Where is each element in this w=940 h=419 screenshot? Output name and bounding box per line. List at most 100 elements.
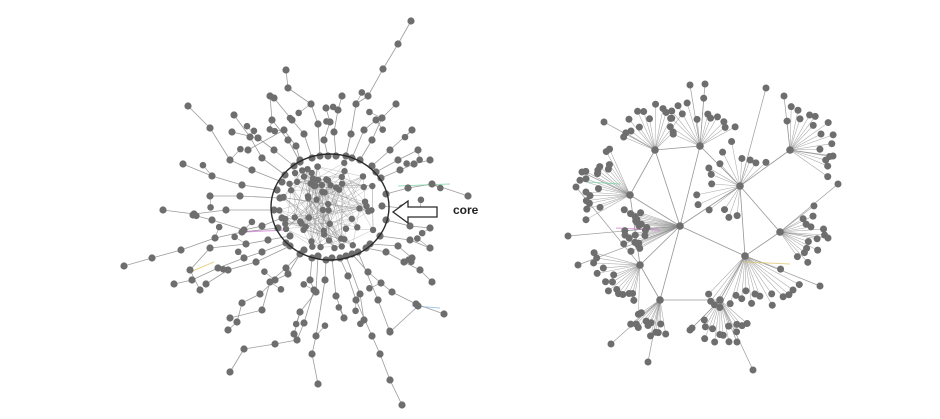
edge <box>789 122 829 151</box>
node <box>644 358 652 366</box>
node <box>312 182 319 189</box>
edge <box>728 185 741 218</box>
edge <box>789 116 816 151</box>
edge <box>249 136 263 159</box>
node <box>240 226 248 234</box>
node <box>278 214 286 222</box>
node <box>296 308 304 316</box>
edge <box>193 209 227 215</box>
node <box>321 322 329 330</box>
edge <box>789 106 792 151</box>
edge <box>671 118 701 147</box>
edge <box>608 264 641 292</box>
node <box>281 171 289 179</box>
node <box>320 136 328 144</box>
edge <box>640 212 681 227</box>
node <box>206 244 214 252</box>
node <box>284 270 292 278</box>
node <box>314 163 321 170</box>
node <box>322 104 330 112</box>
node <box>576 176 584 184</box>
node <box>426 244 434 252</box>
node <box>258 306 266 314</box>
node <box>347 130 355 138</box>
edge <box>189 247 211 271</box>
node <box>292 320 300 328</box>
node <box>266 278 274 286</box>
node <box>440 310 448 318</box>
node <box>338 92 346 100</box>
node <box>643 223 651 231</box>
node <box>620 206 628 214</box>
node <box>708 180 716 188</box>
node <box>678 110 686 118</box>
node <box>607 340 615 348</box>
node <box>248 218 256 226</box>
edge <box>397 20 412 45</box>
node <box>258 154 266 162</box>
node <box>326 118 334 126</box>
edge <box>654 145 701 151</box>
edge <box>779 231 807 249</box>
node <box>716 296 724 304</box>
node <box>298 167 306 174</box>
edge <box>315 279 326 337</box>
node <box>820 225 828 233</box>
edge <box>385 187 409 195</box>
node <box>414 235 421 242</box>
edge <box>724 185 741 210</box>
node <box>240 254 248 262</box>
edge <box>699 83 706 147</box>
node <box>271 340 279 348</box>
edge <box>214 231 243 239</box>
node <box>676 222 684 230</box>
edge <box>589 194 631 204</box>
node <box>342 225 350 232</box>
edge <box>389 379 403 406</box>
edge <box>303 176 317 200</box>
edge <box>686 102 701 147</box>
node <box>226 156 234 164</box>
edge <box>285 218 304 231</box>
node <box>590 249 598 257</box>
node <box>364 92 372 100</box>
edge <box>603 264 641 269</box>
edge <box>699 127 726 147</box>
node <box>258 222 266 230</box>
edge <box>744 231 781 257</box>
node <box>358 89 366 96</box>
edge <box>779 183 839 233</box>
node <box>360 183 367 191</box>
node <box>293 336 301 344</box>
edge <box>608 168 631 196</box>
node <box>298 220 305 227</box>
node <box>377 174 385 182</box>
node <box>379 65 387 73</box>
node <box>313 196 320 203</box>
edge <box>632 264 641 294</box>
node <box>242 240 250 248</box>
edge <box>261 242 287 253</box>
node <box>713 113 721 121</box>
edge <box>285 197 309 220</box>
node <box>417 196 425 204</box>
node <box>186 266 194 274</box>
node <box>184 102 192 110</box>
node <box>646 115 654 123</box>
node <box>282 66 290 74</box>
edge <box>789 133 822 151</box>
node <box>236 192 244 200</box>
edge <box>739 185 781 233</box>
node <box>736 182 744 190</box>
node <box>719 148 727 156</box>
node <box>746 156 754 164</box>
edge <box>789 114 810 151</box>
node <box>787 103 795 111</box>
node <box>625 290 633 298</box>
node <box>307 100 315 108</box>
node <box>810 202 818 210</box>
edge <box>654 149 681 227</box>
edge <box>227 261 257 271</box>
node <box>748 299 756 307</box>
edge <box>719 299 738 325</box>
